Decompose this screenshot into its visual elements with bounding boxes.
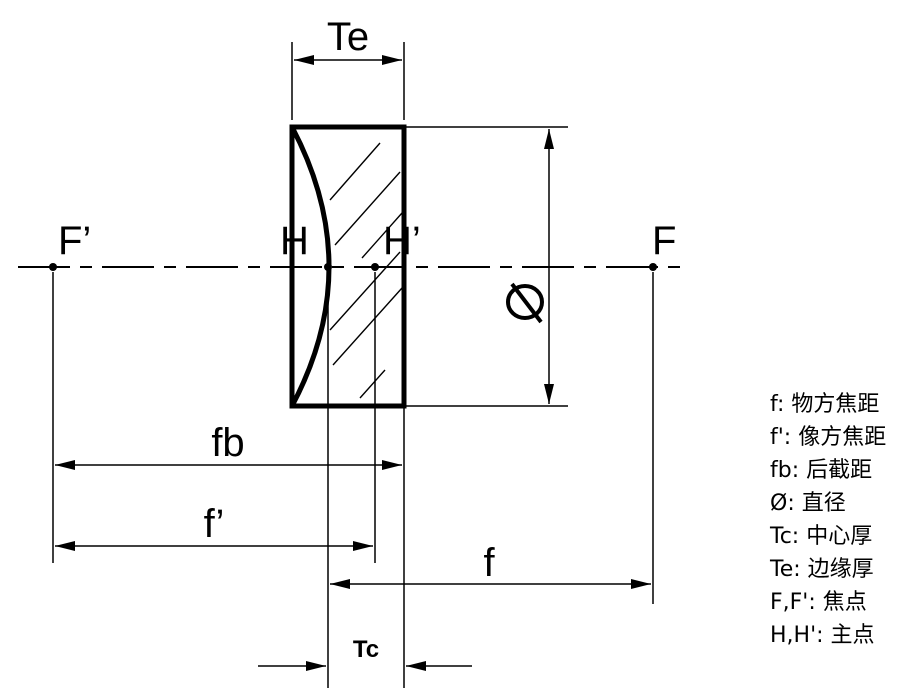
legend: f: 物方焦距 f': 像方焦距 fb: 后截距 Ø: 直径 Tc: 中心厚 T…	[770, 388, 886, 652]
lens-outline	[289, 124, 407, 409]
f-prime-point-label: F’	[58, 219, 91, 263]
f-point	[649, 263, 657, 271]
legend-item: Tc: 中心厚	[770, 524, 873, 549]
lens-hatching	[329, 142, 403, 399]
legend-item: f: 物方焦距	[770, 392, 880, 417]
legend-item: fb: 后截距	[770, 458, 873, 483]
legend-item: H,H': 主点	[770, 623, 875, 648]
h-prime-point	[371, 263, 379, 271]
legend-item: F,F': 焦点	[770, 590, 867, 615]
f-point-label: F	[652, 219, 676, 263]
f-label: f	[483, 541, 495, 585]
h-label: H	[280, 219, 309, 263]
te-label: Te	[327, 15, 369, 59]
legend-item: Ø: 直径	[770, 491, 846, 516]
h-prime-label: H’	[383, 219, 421, 263]
f-prime-point	[49, 263, 57, 271]
diameter-label: Ø	[525, 301, 526, 303]
fb-label: fb	[211, 421, 244, 465]
f-prime-label: f’	[204, 502, 225, 546]
legend-item: Te: 边缘厚	[770, 557, 874, 582]
legend-item: f': 像方焦距	[770, 425, 887, 450]
tc-label: Tc	[353, 636, 379, 663]
diameter-symbol	[506, 282, 544, 324]
